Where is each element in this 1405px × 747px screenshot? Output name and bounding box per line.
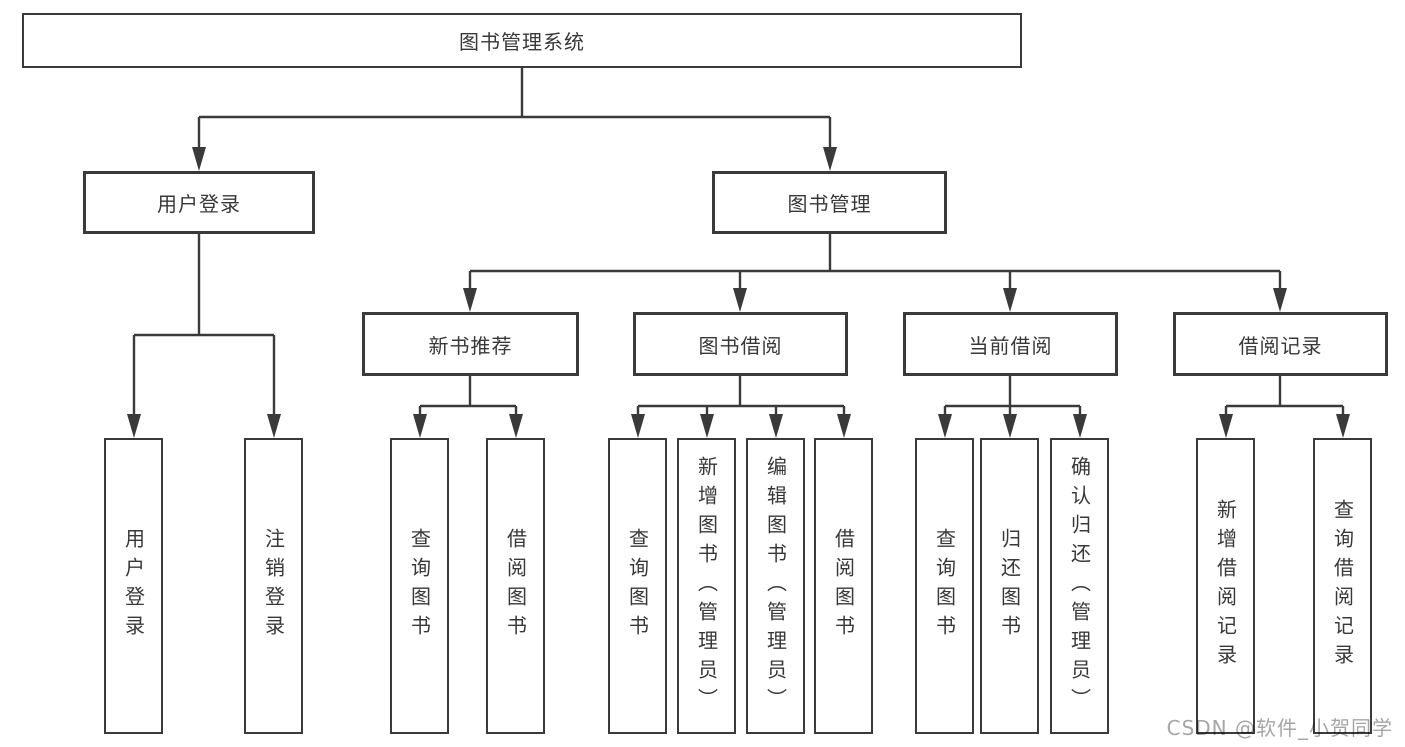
leaf-label: 查询图书 [625,528,650,644]
leaf-label: 借阅图书 [831,528,856,644]
leaf-logout: 注销登录 [244,438,303,734]
leaf-add-books-admin: 新增图书（管理员） [677,438,736,734]
node-current-borrowing: 当前借阅 [903,312,1118,376]
csdn-watermark: CSDN @软件_小贺同学 [1166,716,1393,740]
node-new-book-recommend: 新书推荐 [362,312,579,376]
leaf-query-books-recommend: 查询图书 [390,438,449,734]
leaf-query-books-current: 查询图书 [915,438,974,734]
leaf-label: 查询图书 [407,528,432,644]
leaf-label: 查询图书 [932,528,957,644]
leaf-label: 确认归还（管理员） [1067,455,1092,717]
node-borrowing-records: 借阅记录 [1173,312,1388,376]
leaf-borrow-books-borrowing: 借阅图书 [814,438,873,734]
leaf-label: 注销登录 [261,528,286,644]
leaf-query-borrow-record: 查询借阅记录 [1313,438,1372,734]
leaf-label: 编辑图书（管理员） [763,455,788,717]
leaf-user-login: 用户登录 [104,438,163,734]
node-root: 图书管理系统 [22,13,1022,68]
leaf-edit-books-admin: 编辑图书（管理员） [746,438,805,734]
leaf-label: 归还图书 [997,528,1022,644]
node-book-management: 图书管理 [712,171,947,234]
leaf-confirm-return-admin: 确认归还（管理员） [1050,438,1109,734]
leaf-label: 借阅图书 [503,528,528,644]
node-user-login: 用户登录 [83,171,315,234]
leaf-label: 查询借阅记录 [1330,499,1355,673]
leaf-query-books-borrowing: 查询图书 [608,438,667,734]
node-book-borrowing: 图书借阅 [633,312,848,376]
leaf-borrow-books-recommend: 借阅图书 [486,438,545,734]
leaf-add-borrow-record: 新增借阅记录 [1196,438,1255,734]
leaf-label: 用户登录 [121,528,146,644]
leaf-label: 新增借阅记录 [1213,499,1238,673]
leaf-return-books: 归还图书 [980,438,1039,734]
leaf-label: 新增图书（管理员） [694,455,719,717]
